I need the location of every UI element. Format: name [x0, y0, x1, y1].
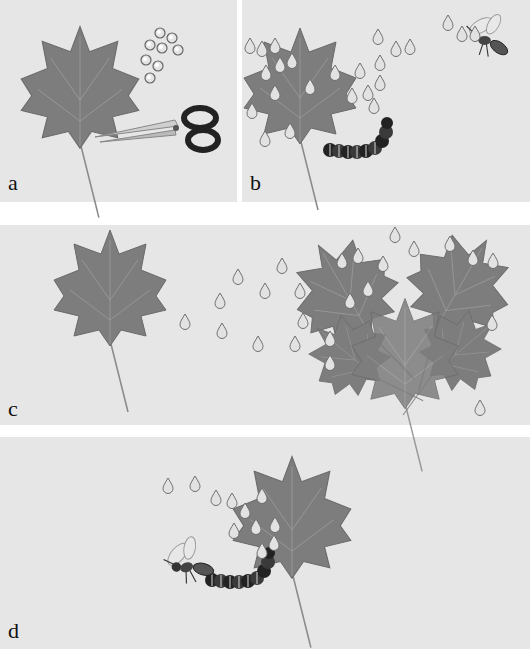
panel-letter: a — [8, 172, 18, 194]
panel-letter: d — [8, 620, 19, 642]
panel-letter: b — [250, 172, 261, 194]
panel-letter: c — [8, 398, 18, 420]
